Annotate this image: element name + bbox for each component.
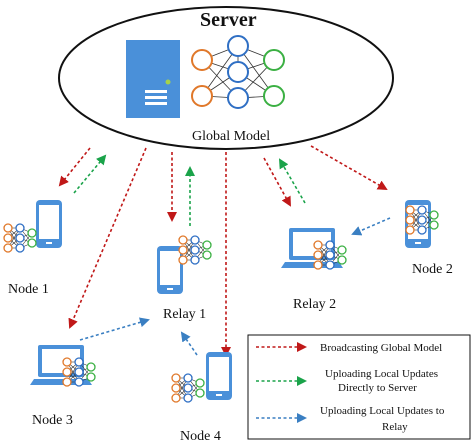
legend-broadcast: Broadcasting Global Model [320, 342, 442, 354]
upload-relay-arrow-node4 [180, 331, 198, 356]
upload-relay-arrow-node2 [351, 217, 391, 236]
broadcast-arrow-relay2 [263, 157, 291, 207]
node2-label: Node 2 [412, 262, 453, 277]
upload-direct-arrow-relay2 [278, 158, 306, 204]
node4-label: Node 4 [180, 429, 221, 442]
legend-relay-line1: Uploading Local Updates to [320, 405, 445, 417]
legend: Broadcasting Global Model Uploading Loca… [247, 334, 471, 440]
node1-label: Node 1 [8, 282, 49, 297]
upload-direct-arrow-node1 [73, 154, 107, 194]
node1-device [3, 200, 62, 253]
broadcast-arrow-node1 [58, 147, 91, 187]
broadcast-arrow-node3 [68, 147, 147, 329]
broadcast-arrow-node2 [310, 145, 388, 190]
relay2-label: Relay 2 [293, 297, 336, 312]
global-model-label: Global Model [192, 129, 270, 144]
global-model-network-icon [191, 35, 285, 109]
relay2-device [281, 228, 347, 270]
legend-direct-line1: Uploading Local Updates [325, 368, 438, 380]
node3-label: Node 3 [32, 413, 73, 428]
node2-device [405, 200, 439, 248]
server-title: Server [200, 9, 257, 31]
relay1-label: Relay 1 [163, 307, 206, 322]
node3-device [30, 345, 96, 387]
node4-device [171, 352, 232, 403]
relay1-device [157, 235, 212, 294]
legend-relay-line2: Relay [382, 421, 408, 433]
server-tower-icon [126, 40, 180, 118]
legend-direct-line2: Directly to Server [338, 382, 417, 394]
upload-relay-arrow-node3 [79, 317, 150, 341]
